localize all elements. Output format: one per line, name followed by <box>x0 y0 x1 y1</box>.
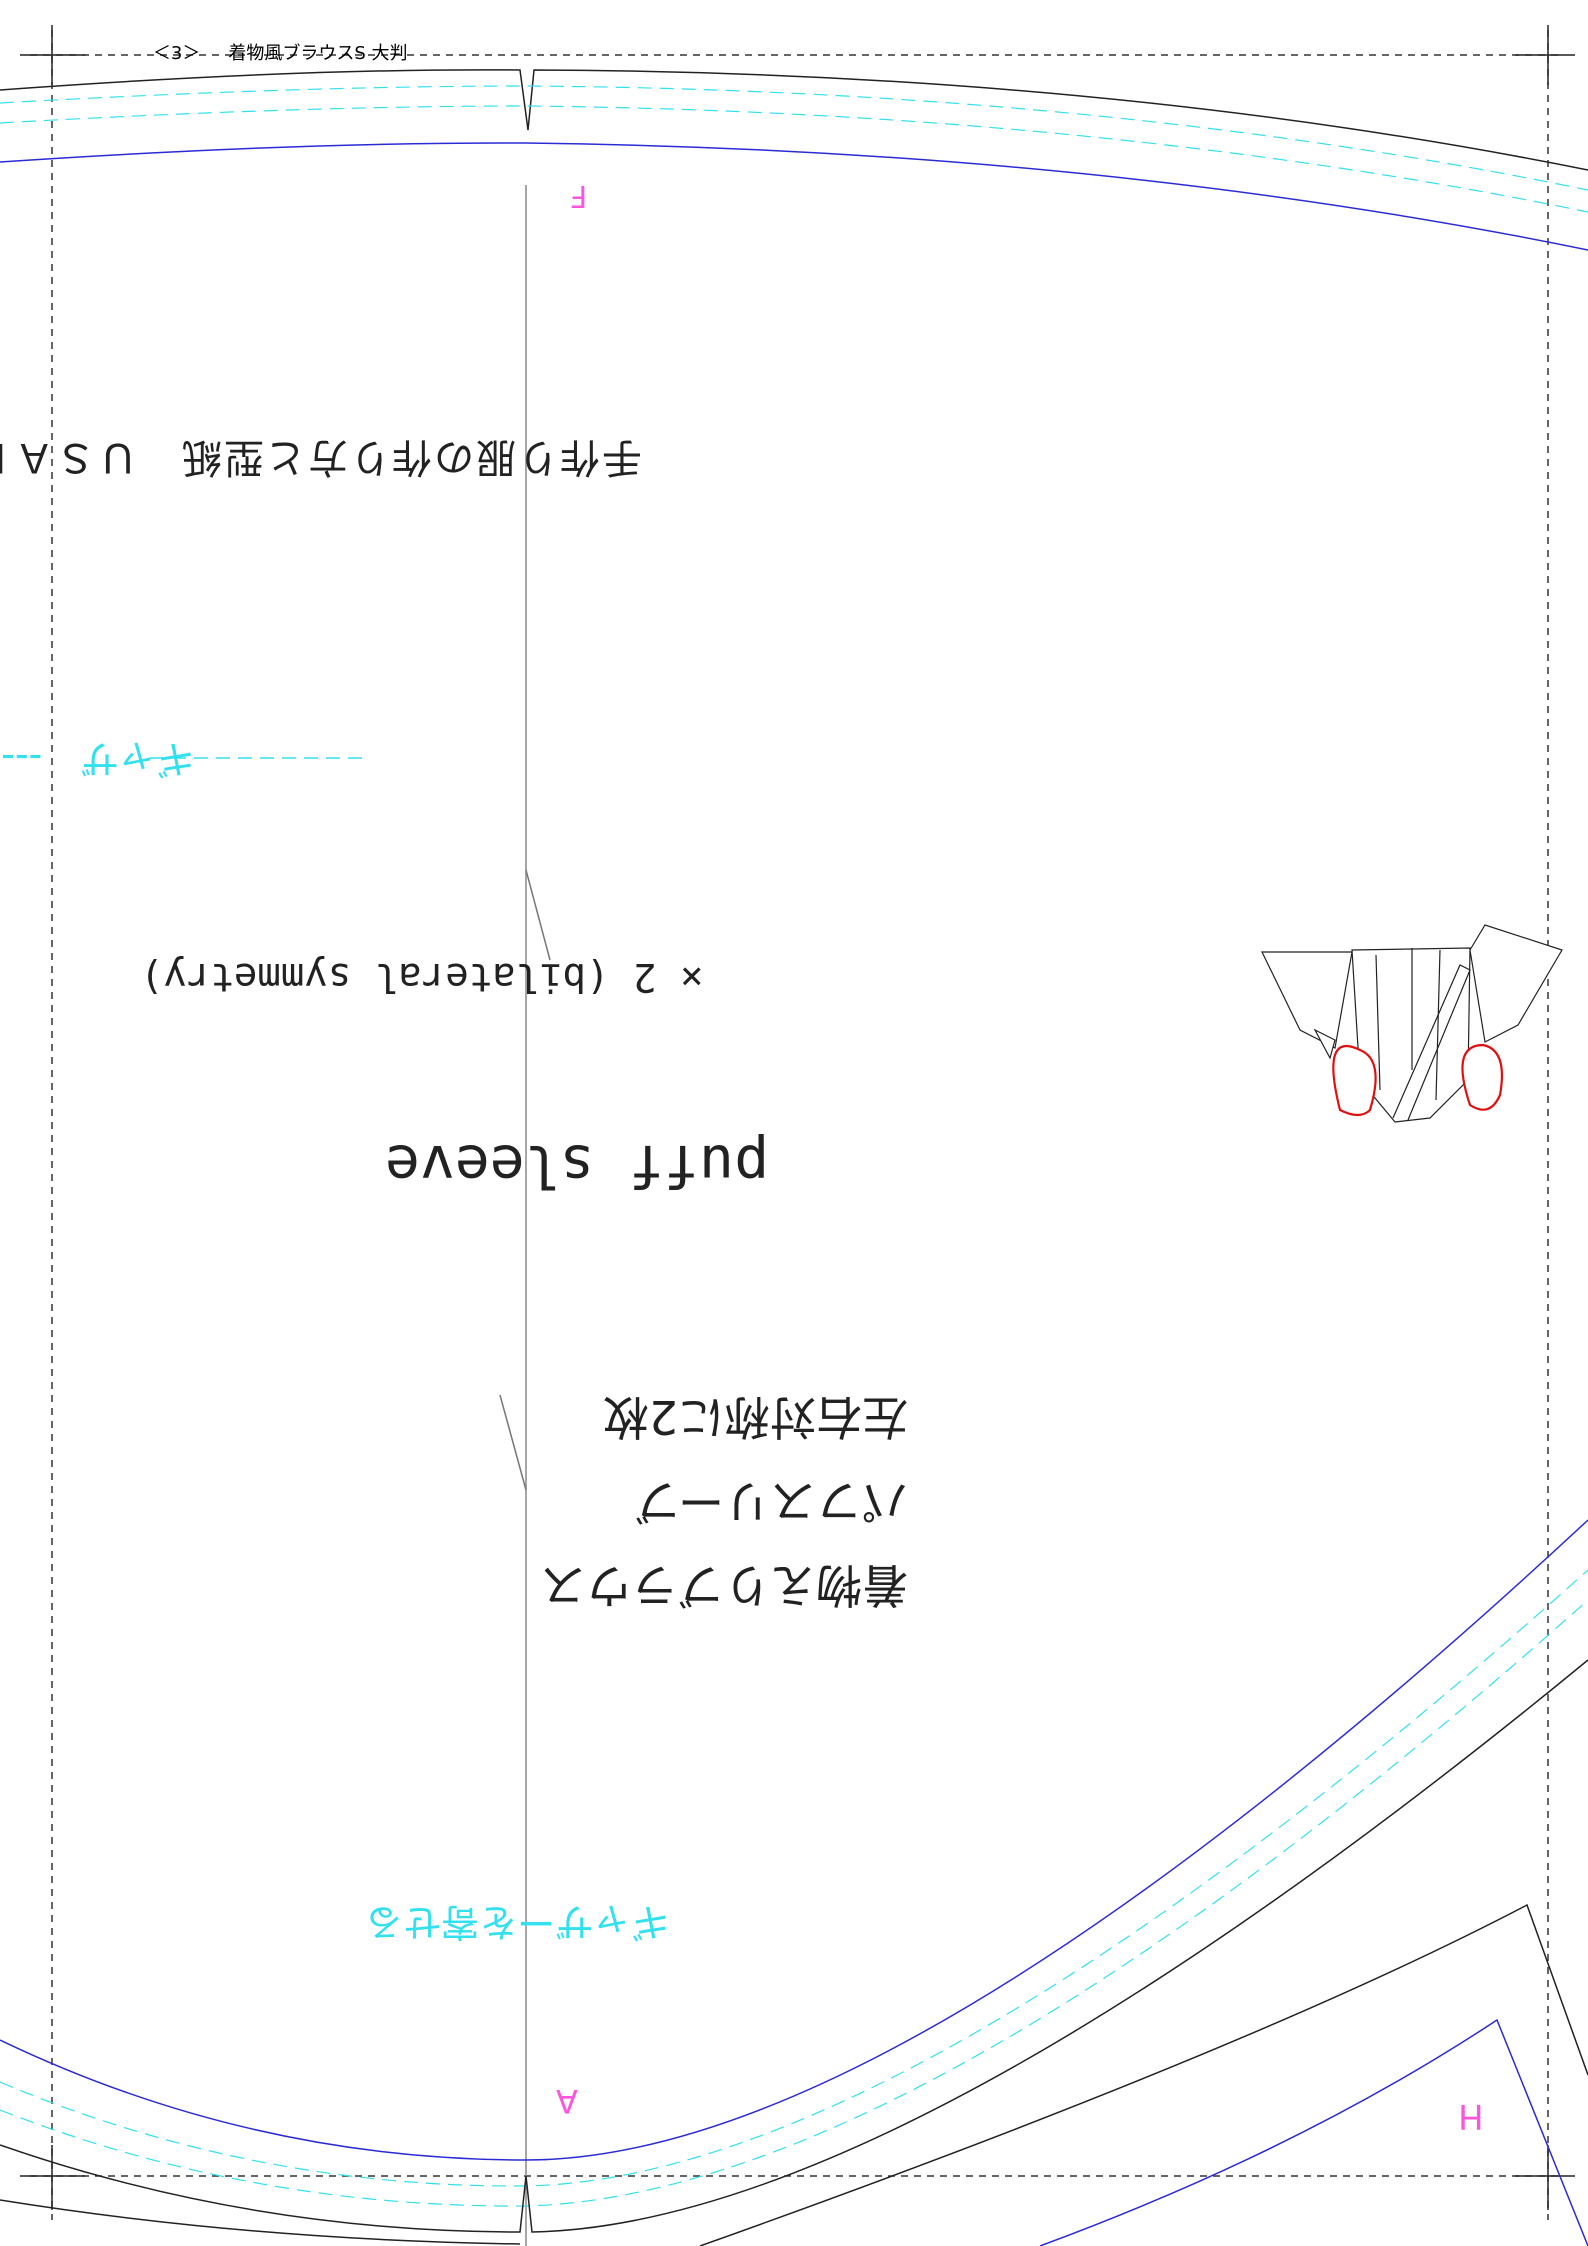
marker-a: A <box>556 2082 578 2120</box>
grain-arrow-upper <box>525 869 551 961</box>
marker-f: F <box>570 178 588 213</box>
sleeve-hem-bottom <box>0 1519 1588 2245</box>
gather-note-bottom: ギャザーを寄せる <box>365 1900 670 1944</box>
quantity-label: × 2 (bilateral symmetry) <box>140 954 704 999</box>
grain-arrow-lower <box>499 1394 527 1491</box>
piece-name-jp-line-1: 着物えりブラウス <box>540 1558 908 1612</box>
underarm-corner <box>699 1903 1588 2246</box>
sleeve-cap-top <box>0 69 1588 251</box>
piece-name-jp-line-3: 左右対称に2枚 <box>602 1390 908 1444</box>
pattern-credit: 手作り服の作り方と型紙 ＵＳＡＫ <box>0 434 642 480</box>
registration-marks <box>20 25 1575 2210</box>
piece-name-english: puff sleeve <box>385 1132 770 1200</box>
piece-name-jp-line-2: パフスリーブ <box>634 1474 908 1528</box>
marker-h: H <box>1458 2096 1484 2136</box>
piece-name-japanese: 着物えりブラウス パフスリーブ 左右対称に2枚 <box>540 1375 908 1627</box>
blouse-thumbnail <box>1261 924 1563 1123</box>
page-number: ＜3＞ <box>152 43 201 64</box>
crop-frame <box>30 30 1560 2220</box>
gather-note-top: ギャザ ------ <box>0 737 195 781</box>
page-header: ＜3＞ 着物風ブラウスS 大判 <box>130 18 408 86</box>
page-title: 着物風ブラウスS 大判 <box>228 43 408 64</box>
